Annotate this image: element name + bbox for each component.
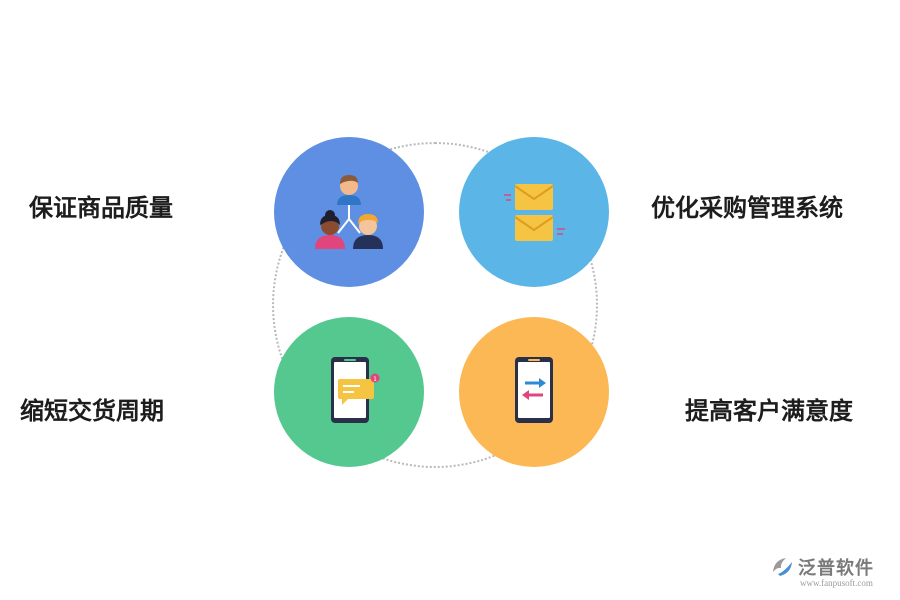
team-hierarchy-icon: [315, 175, 383, 249]
phone-message-icon: 1: [331, 357, 380, 423]
logo-name: 泛普软件: [798, 558, 874, 579]
label-quality: 保证商品质量: [29, 194, 173, 222]
phone-transfer-icon: [515, 357, 553, 423]
logo-mark-icon: [773, 558, 792, 576]
quality-circle: [274, 137, 424, 287]
envelopes-icon: [504, 184, 565, 241]
logo-url: www.fanpusoft.com: [800, 578, 873, 588]
dotted-ring: [272, 142, 598, 468]
delivery-circle: 1: [274, 317, 424, 467]
procurement-circle: [459, 137, 609, 287]
label-delivery: 缩短交货周期: [20, 397, 164, 425]
satisfaction-circle: [459, 317, 609, 467]
label-procurement: 优化采购管理系统: [651, 194, 843, 222]
brand-logo: 泛普软件 www.fanpusoft.com: [770, 552, 895, 594]
svg-text:1: 1: [373, 376, 377, 383]
label-satisfaction: 提高客户满意度: [685, 397, 853, 425]
